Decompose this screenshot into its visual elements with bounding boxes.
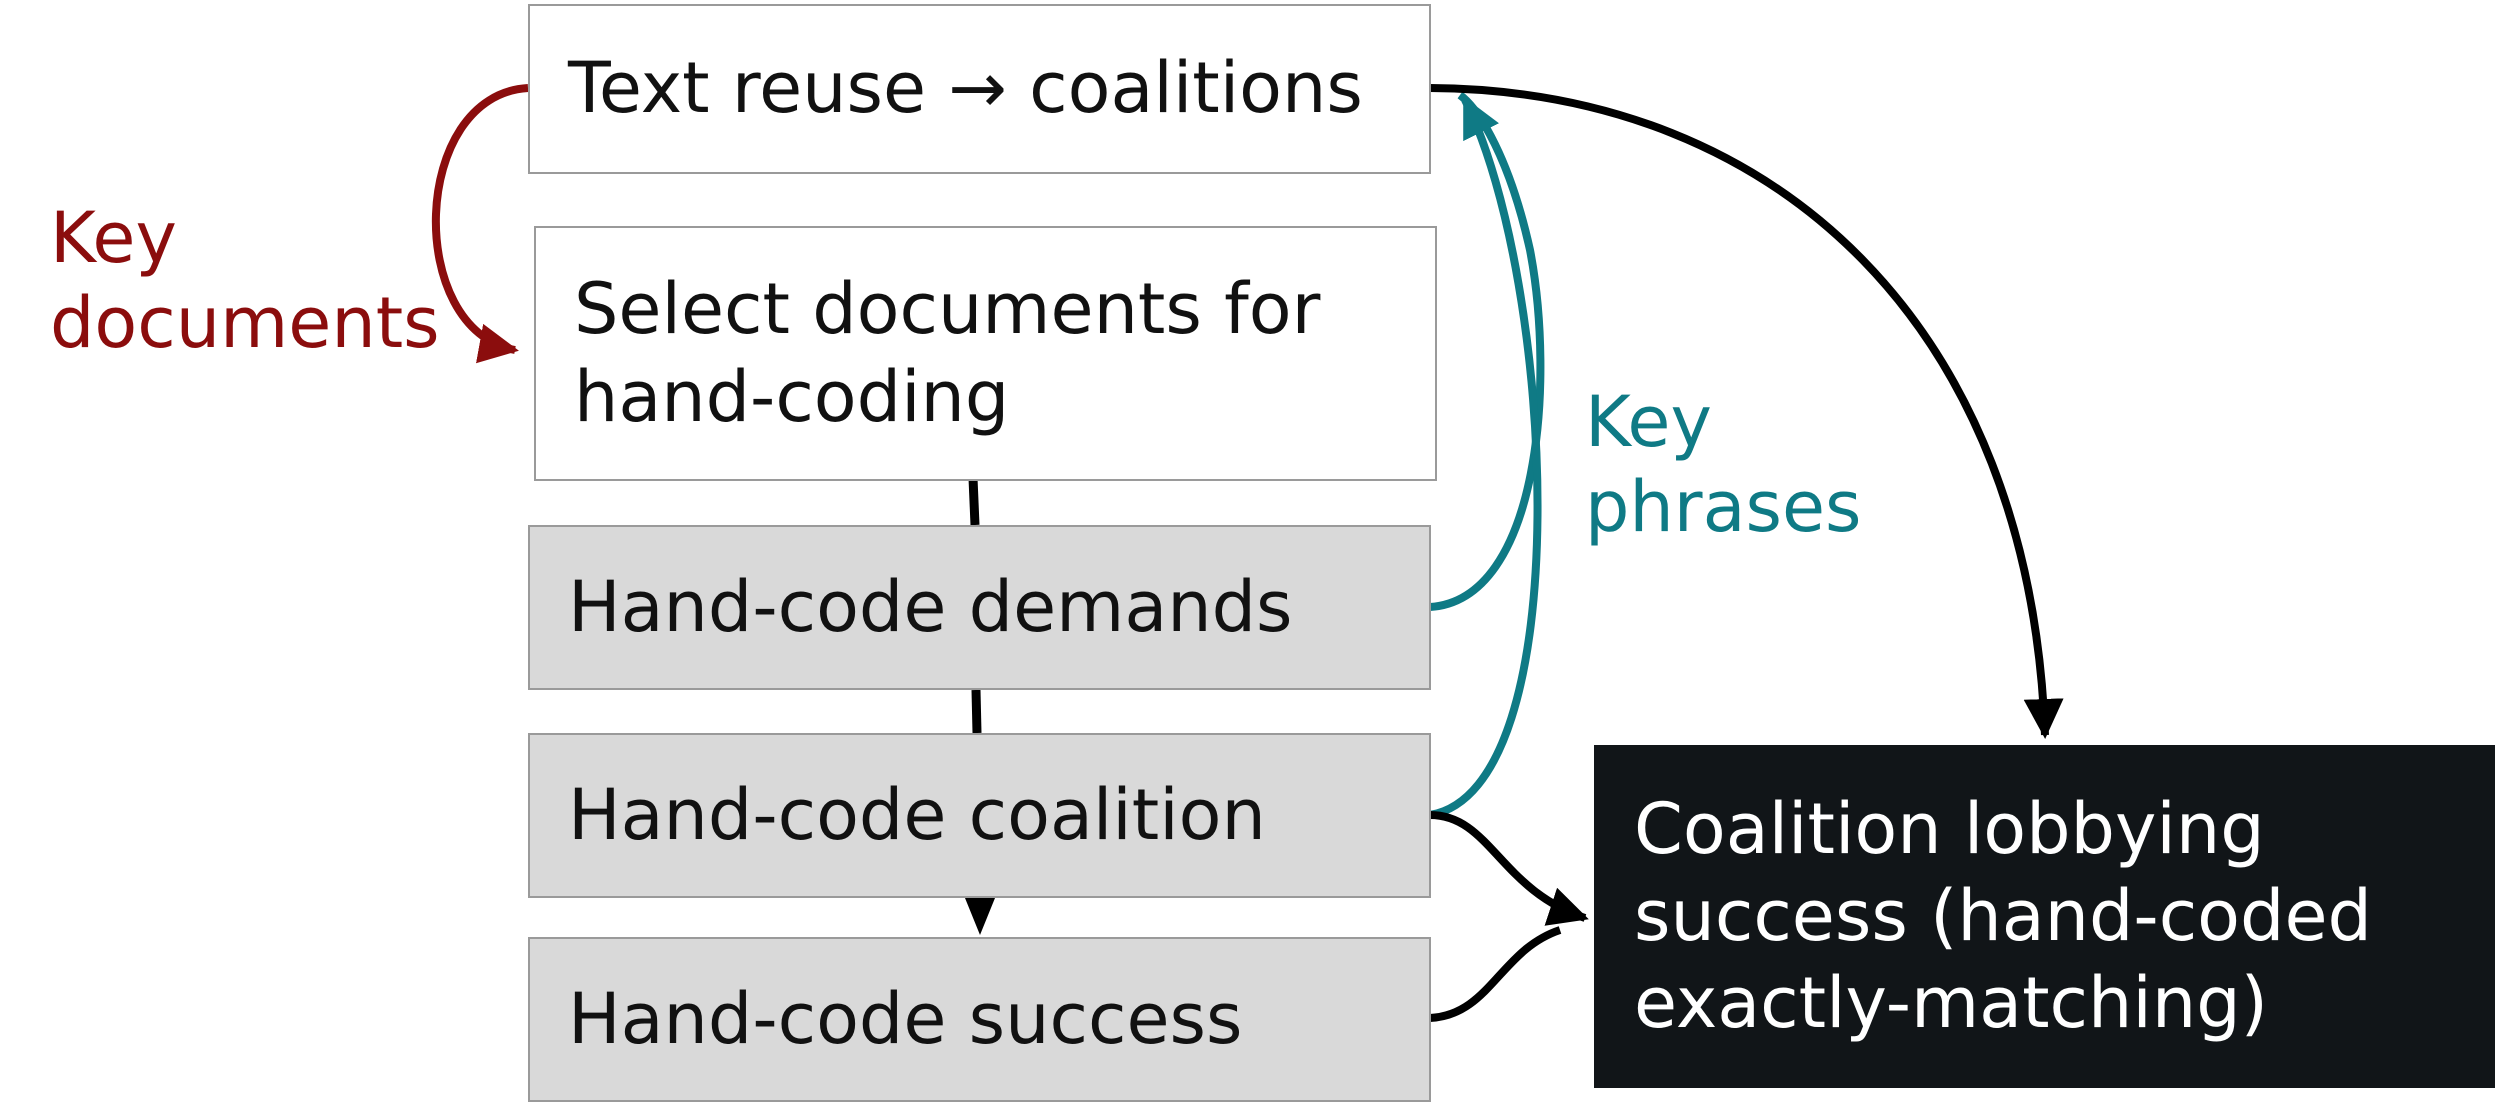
connector-demands-to-coalition — [971, 689, 982, 734]
box-hand-code-demands: Hand-code demands — [528, 525, 1431, 690]
box-hand-code-coalition-label: Hand-code coalition — [568, 773, 1266, 856]
box-hand-code-success: Hand-code success — [528, 937, 1431, 1102]
box-hand-code-coalition: Hand-code coalition — [528, 733, 1431, 898]
arrow-text-reuse-to-outcome — [1429, 84, 2064, 739]
box-hand-code-success-label: Hand-code success — [568, 977, 1243, 1060]
arrow-key-documents — [432, 84, 529, 364]
box-hand-code-demands-label: Hand-code demands — [568, 565, 1293, 648]
arrow-key-phrases-from-demands — [1429, 91, 1545, 611]
arrow-coalition-to-success — [965, 898, 995, 935]
arrow-coalition-to-outcome — [1429, 811, 1589, 926]
label-key-documents: Key documents — [50, 197, 440, 365]
box-text-reuse: Text reuse → coalitions — [528, 4, 1431, 174]
box-text-reuse-label: Text reuse → coalitions — [568, 47, 1363, 130]
box-coalition-lobbying-success: Coalition lobbying success (hand-coded e… — [1594, 745, 2495, 1088]
arrow-success-to-outcome — [1429, 926, 1562, 1022]
label-key-phrases: Key phrases — [1585, 381, 1862, 549]
connector-select-to-demands — [968, 477, 980, 526]
box-coalition-lobbying-success-label: Coalition lobbying success (hand-coded e… — [1634, 788, 2372, 1044]
box-select-documents: Select documents for hand-coding — [534, 226, 1437, 481]
box-select-documents-label: Select documents for hand-coding — [574, 268, 1321, 438]
arrow-key-phrases-from-coalition — [1429, 96, 1542, 819]
